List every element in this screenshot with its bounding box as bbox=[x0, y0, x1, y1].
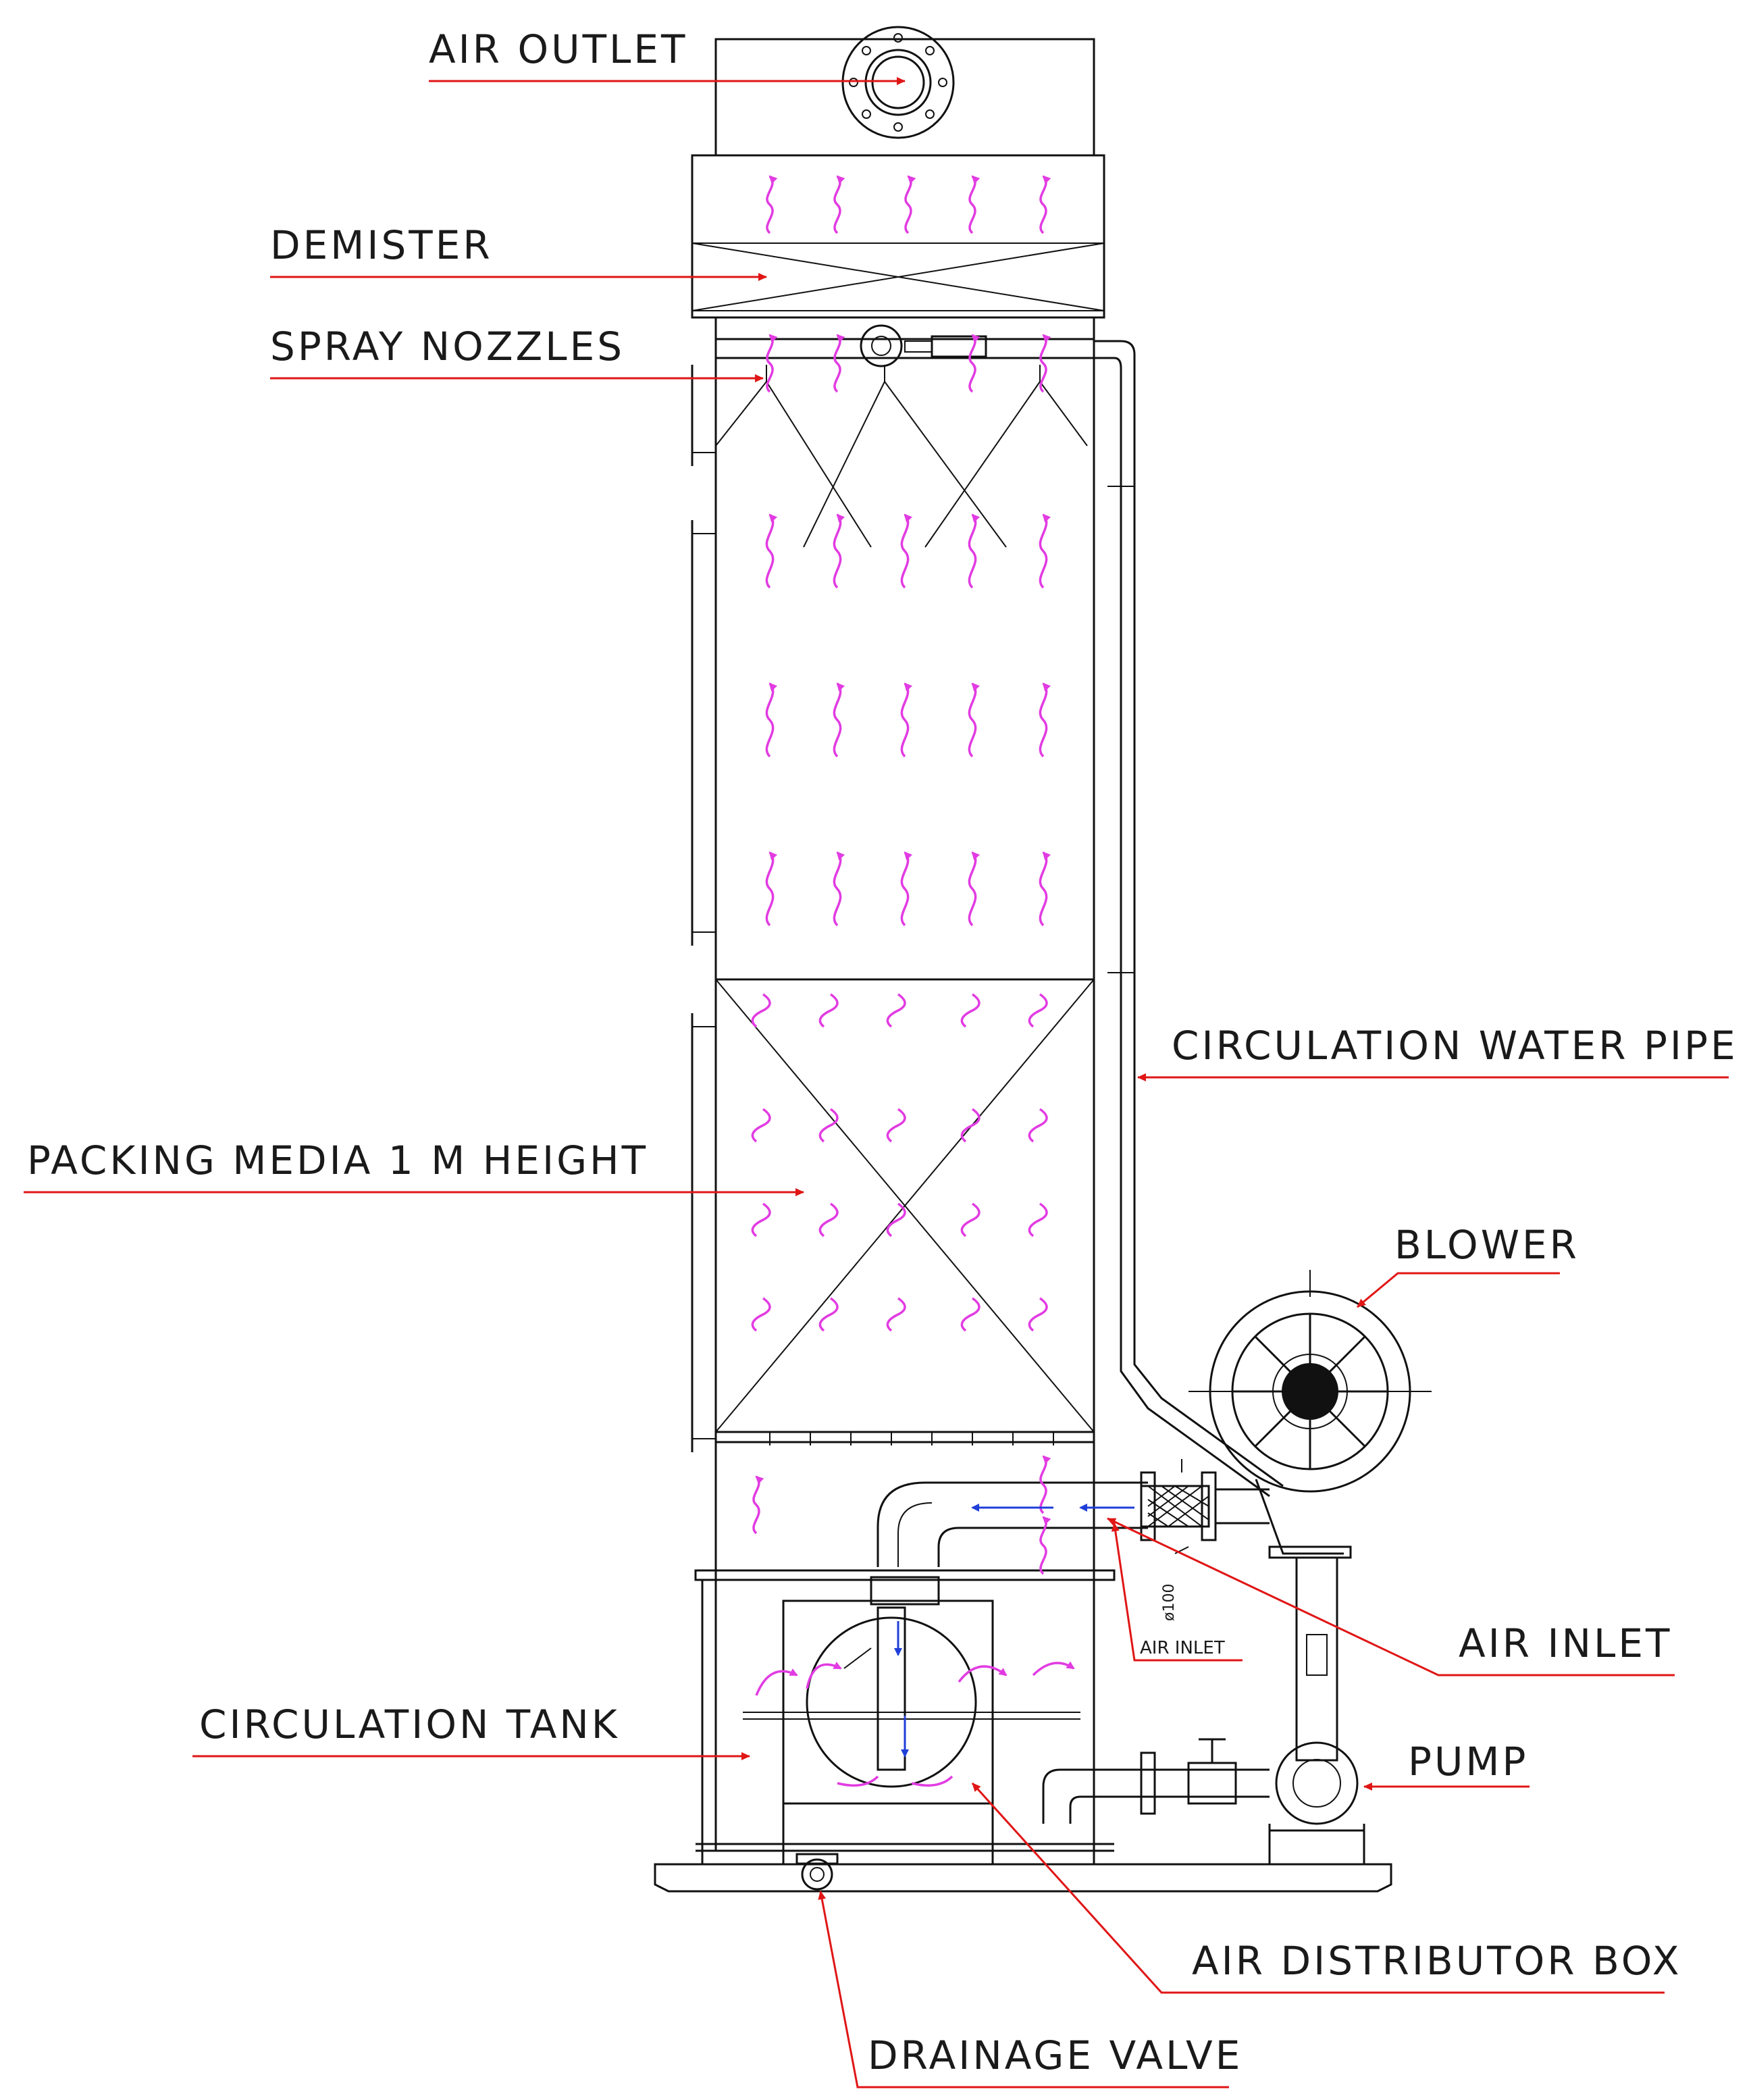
label-air-inlet: AIR INLET bbox=[1459, 1620, 1672, 1666]
blower bbox=[1188, 1270, 1432, 1555]
air-outlet-flange bbox=[841, 26, 955, 139]
circulation-water-pipe bbox=[1094, 340, 1284, 1497]
air-inlet-duct bbox=[877, 1459, 1270, 1567]
callout-demister: DEMISTER bbox=[270, 222, 767, 281]
label-circulation-tank: CIRCULATION TANK bbox=[199, 1701, 620, 1747]
callout-drainage-valve: DRAINAGE VALVE bbox=[818, 1891, 1243, 2089]
label-blower: BLOWER bbox=[1394, 1222, 1579, 1268]
callout-spray-nozzles: SPRAY NOZZLES bbox=[270, 324, 764, 382]
callout-air-distributor-box: AIR DISTRIBUTOR BOX bbox=[971, 1782, 1681, 1994]
drainage-valve bbox=[795, 1853, 839, 1891]
label-circulation-water-pipe: CIRCULATION WATER PIPE bbox=[1172, 1023, 1738, 1069]
callout-packing-media: PACKING MEDIA 1 M HEIGHT bbox=[24, 1137, 804, 1196]
callout-air-inlet-small: AIR INLET ø100 bbox=[1111, 1522, 1243, 1662]
airflow-arrows bbox=[751, 175, 1075, 1787]
label-demister: DEMISTER bbox=[270, 222, 493, 268]
scrubber-tower bbox=[654, 38, 1392, 1893]
callout-circulation-water-pipe: CIRCULATION WATER PIPE bbox=[1137, 1023, 1738, 1081]
callout-circulation-tank: CIRCULATION TANK bbox=[192, 1701, 750, 1760]
label-pump: PUMP bbox=[1408, 1739, 1528, 1785]
callout-air-outlet: AIR OUTLET bbox=[429, 26, 906, 85]
label-drainage-valve: DRAINAGE VALVE bbox=[868, 2032, 1243, 2078]
label-spray-nozzles: SPRAY NOZZLES bbox=[270, 324, 625, 369]
demister-section bbox=[691, 154, 1105, 319]
callout-pump: PUMP bbox=[1363, 1739, 1530, 1791]
callout-air-inlet: AIR INLET bbox=[1107, 1517, 1675, 1676]
callout-blower: BLOWER bbox=[1357, 1222, 1579, 1308]
label-air-inlet-small: AIR INLET bbox=[1140, 1638, 1225, 1658]
pump bbox=[1042, 1545, 1365, 1864]
spray-nozzles bbox=[715, 324, 1088, 548]
circulation-tank bbox=[743, 1576, 1080, 1864]
water-flow-arrows bbox=[894, 1504, 1134, 1758]
label-packing-media: PACKING MEDIA 1 M HEIGHT bbox=[27, 1137, 648, 1183]
label-air-outlet: AIR OUTLET bbox=[429, 26, 687, 72]
label-pipe-diameter: ø100 bbox=[1161, 1584, 1178, 1621]
label-air-distributor-box: AIR DISTRIBUTOR BOX bbox=[1192, 1938, 1681, 1984]
